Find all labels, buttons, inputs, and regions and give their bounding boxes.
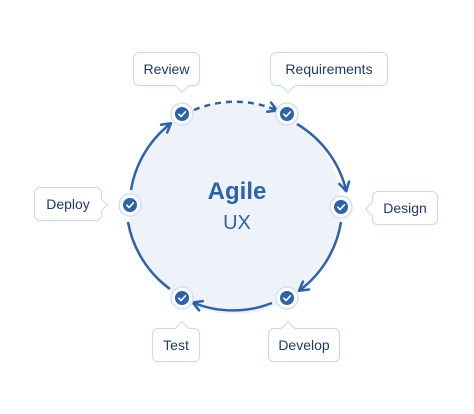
stage-label-text: Develop — [278, 337, 330, 353]
check-circle-icon — [329, 195, 353, 219]
check-circle-icon — [170, 102, 194, 126]
stage-label-text: Deploy — [46, 196, 90, 212]
stage-label-review: Review — [133, 52, 200, 94]
stage-label-test: Test — [152, 320, 200, 362]
center-title: Agile — [207, 178, 267, 205]
arc-develop-test — [191, 299, 273, 312]
stage-label-text: Design — [383, 200, 427, 216]
stage-label-requirements: Requirements — [270, 52, 388, 94]
stage-label-deploy: Deploy — [34, 187, 109, 221]
arc-design-develop — [297, 221, 343, 293]
arc-deploy-review — [129, 121, 173, 191]
stage-label-text: Test — [163, 337, 189, 353]
check-circle-icon — [275, 102, 299, 126]
center-circle — [129, 102, 341, 314]
stage-label-text: Requirements — [285, 61, 373, 77]
stage-label-text: Review — [143, 61, 190, 77]
arc-test-deploy — [126, 221, 171, 291]
center-subtitle: UX — [223, 212, 251, 234]
check-circle-icon — [275, 286, 299, 310]
stage-label-design: Design — [364, 191, 438, 225]
arc-requirements-design — [296, 122, 351, 193]
stage-label-develop: Develop — [268, 320, 340, 362]
check-circle-icon — [118, 193, 142, 217]
check-circle-icon — [170, 286, 194, 310]
